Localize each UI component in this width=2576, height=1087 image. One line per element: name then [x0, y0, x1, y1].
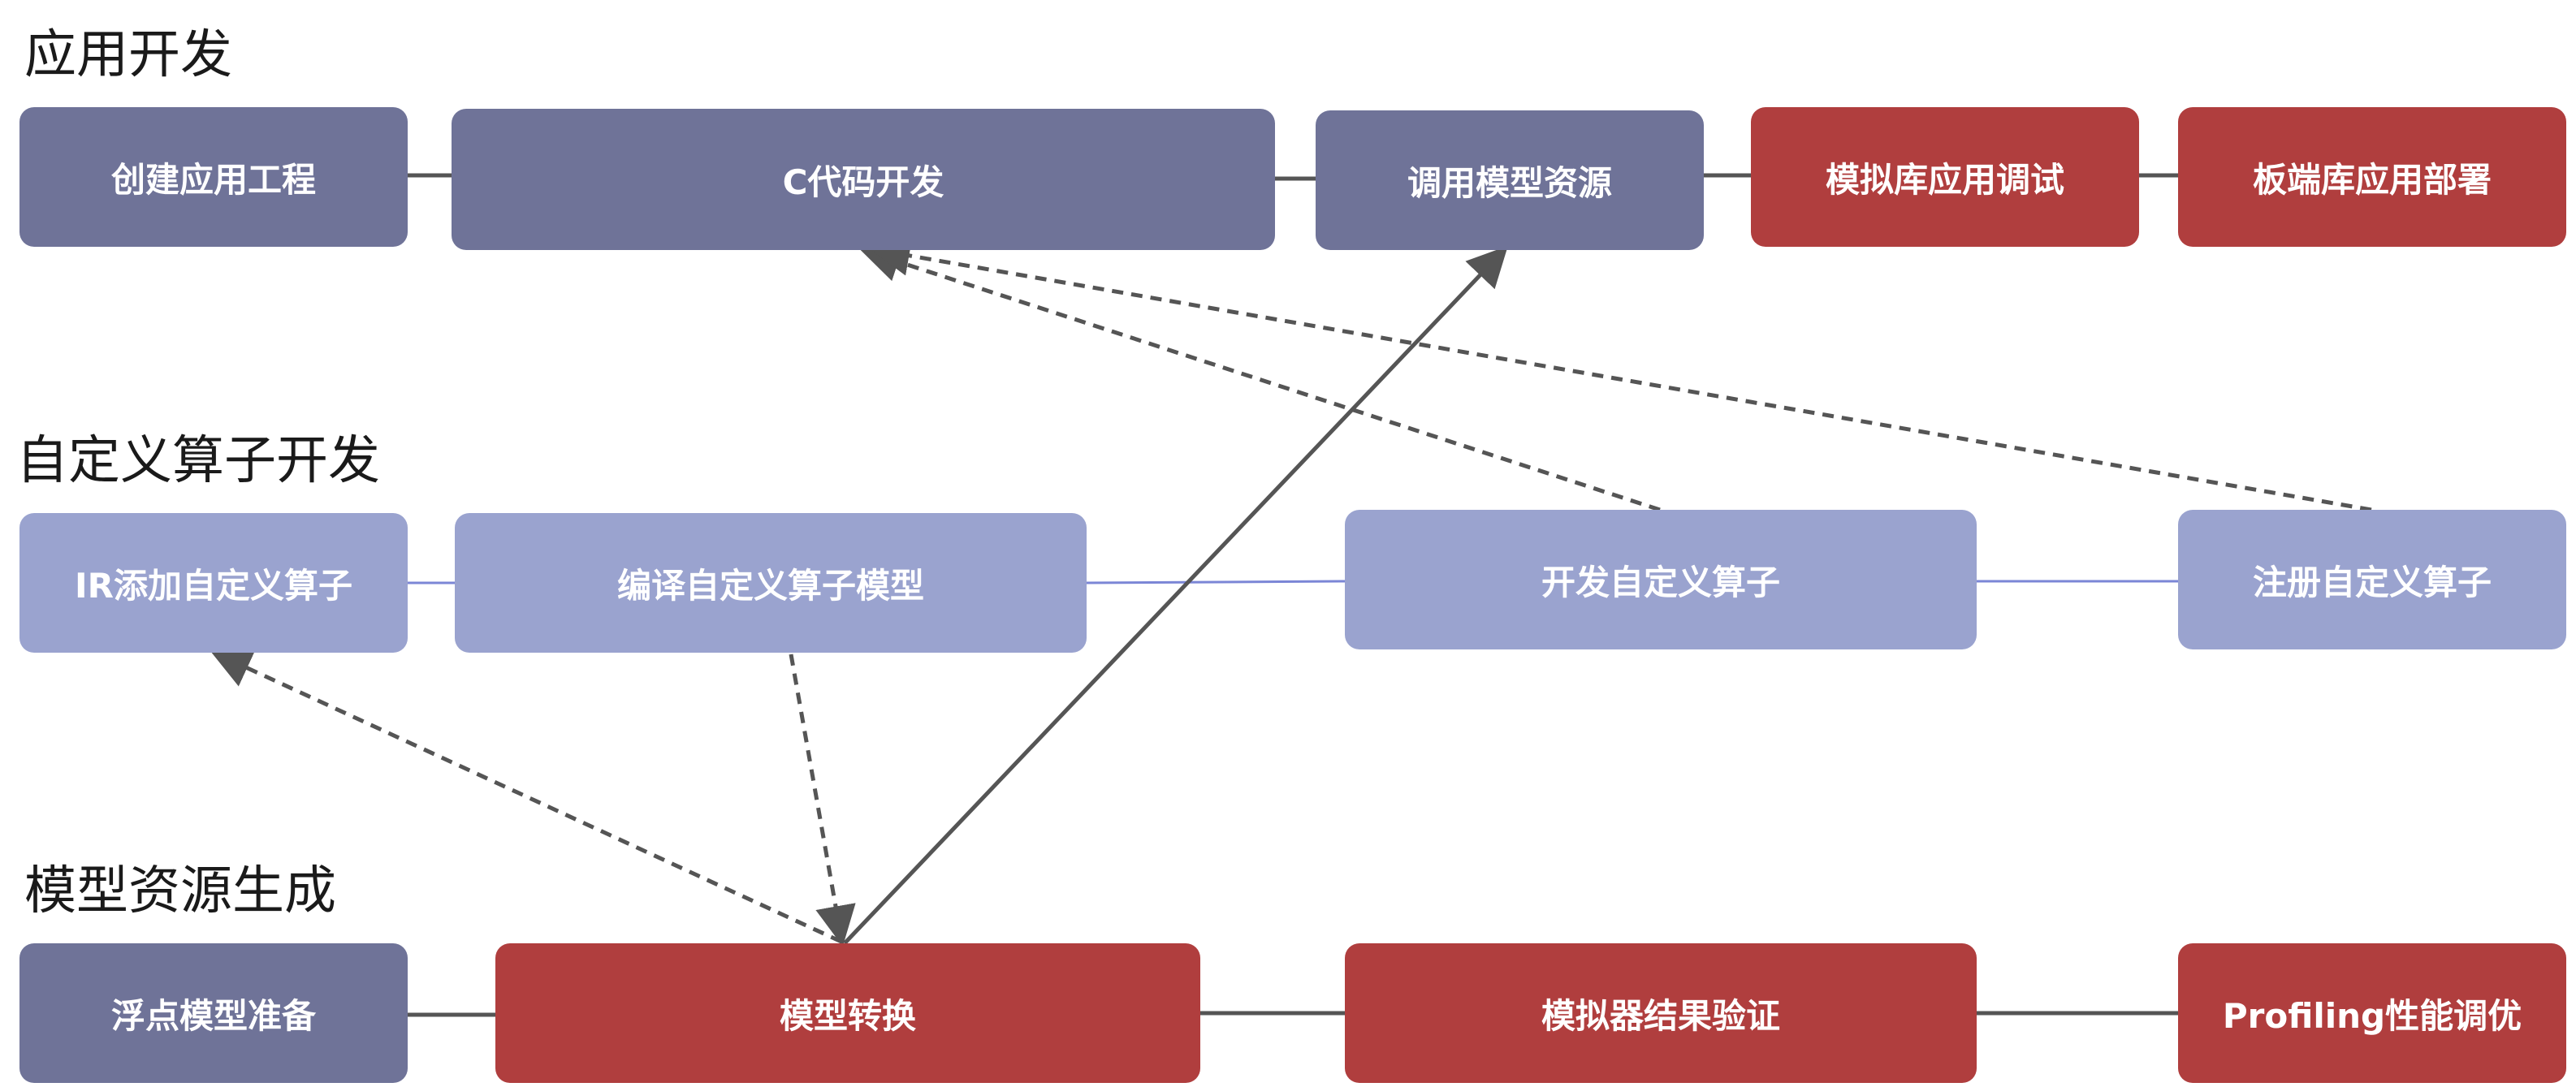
box-call-model-resource[interactable]: 调用模型资源: [1316, 110, 1704, 250]
box-compile-custom-op-model[interactable]: 编译自定义算子模型: [455, 513, 1087, 653]
box-profiling-tuning[interactable]: Profiling性能调优: [2178, 943, 2566, 1083]
box-develop-custom-op[interactable]: 开发自定义算子: [1345, 510, 1977, 649]
box-sim-lib-debug[interactable]: 模拟库应用调试: [1751, 107, 2139, 247]
section-title-model-resource-gen: 模型资源生成: [24, 861, 336, 921]
arrow-model-to-resource: [843, 245, 1508, 945]
dashed-arrow-model-to-ir: [210, 649, 843, 944]
dashed-arrow-compile-to-model: [789, 653, 856, 947]
box-simulator-verify[interactable]: 模拟器结果验证: [1345, 943, 1977, 1083]
box-ir-add-custom-op[interactable]: IR添加自定义算子: [19, 513, 408, 653]
box-model-convert[interactable]: 模型转换: [495, 943, 1200, 1083]
section-title-app-dev: 应用开发: [24, 25, 232, 85]
box-float-model-prep[interactable]: 浮点模型准备: [19, 943, 408, 1083]
box-register-custom-op[interactable]: 注册自定义算子: [2178, 510, 2566, 649]
connector-line: [1084, 580, 1346, 584]
dashed-arrow-register-op-to-c-code: [869, 235, 2372, 512]
section-title-custom-op-dev: 自定义算子开发: [16, 431, 380, 491]
box-c-code-dev[interactable]: C代码开发: [452, 109, 1275, 250]
box-create-project[interactable]: 创建应用工程: [19, 107, 408, 247]
box-board-lib-deploy[interactable]: 板端库应用部署: [2178, 107, 2566, 247]
dashed-arrow-dev-op-to-c-code: [859, 242, 1661, 512]
